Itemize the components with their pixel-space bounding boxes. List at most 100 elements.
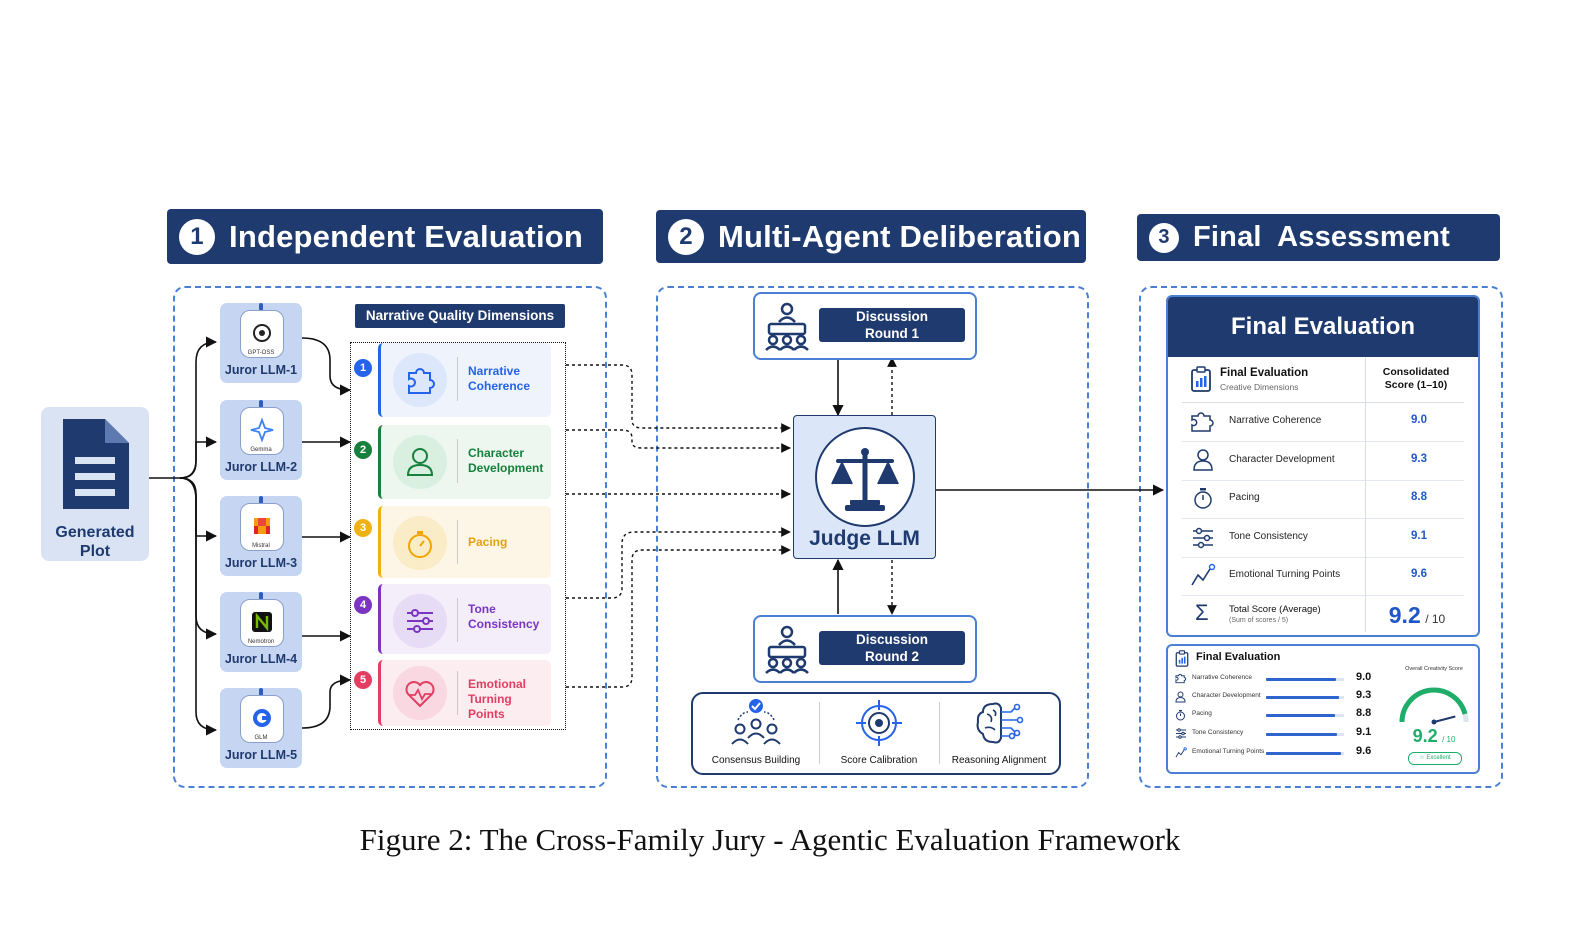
juror-name: Juror LLM-5	[224, 748, 298, 762]
robot-face-icon	[240, 310, 284, 358]
mini-bar-fill	[1266, 696, 1339, 699]
step-number: 3	[1149, 222, 1179, 253]
deliberation-features: Consensus Building Score Calibration Rea…	[691, 692, 1061, 775]
clipboard-chart-icon	[1175, 650, 1189, 667]
brain-circuit-icon	[976, 702, 1024, 744]
mini-row-score: 9.6	[1356, 745, 1372, 757]
mini-row-score: 9.1	[1356, 726, 1372, 738]
gauge-hub	[1431, 719, 1437, 725]
generated-plot-label: Generated Plot	[55, 524, 135, 560]
section-title: Final Assessment	[1193, 221, 1450, 253]
antenna	[259, 496, 263, 504]
puzzle-icon	[393, 353, 447, 407]
table-row: Emotional Turning Points 9.6	[1182, 557, 1464, 596]
gauge-title: Overall Creativity Score	[1405, 666, 1463, 672]
total-row: Σ Total Score (Average) (Sum of scores /…	[1182, 596, 1464, 632]
dimensions-container	[350, 342, 566, 730]
juror-family: GPT-OSS	[247, 350, 275, 356]
juror-llm-5: GLM Juror LLM-5	[220, 688, 302, 768]
total-label: Total Score (Average)	[1229, 604, 1321, 615]
row-label: Character Development	[1229, 454, 1335, 465]
juror-family: Gemma	[250, 447, 272, 453]
row-score: 9.3	[1411, 453, 1427, 465]
feature-label: Reasoning Alignment	[951, 755, 1047, 766]
mini-row-score: 9.3	[1356, 689, 1372, 701]
section-header-final-assessment: 3 Final Assessment	[1137, 214, 1500, 261]
dimension-label: Character Development	[468, 446, 544, 475]
mini-row-label: Character Development	[1192, 692, 1261, 699]
sliders-icon	[393, 594, 447, 648]
table-title: Final Evaluation	[1220, 367, 1309, 379]
dimension-badge: 5	[354, 671, 372, 689]
robot-face-icon	[240, 503, 284, 551]
feature-divider	[939, 702, 940, 764]
sliders-icon	[1176, 728, 1186, 739]
dimension-card-character-development: Character Development	[378, 425, 551, 499]
score-column-divider	[1365, 480, 1366, 518]
trend-icon	[1175, 747, 1187, 758]
gauge-fill	[1399, 687, 1468, 723]
antenna	[259, 688, 263, 696]
gauge-track	[1399, 687, 1469, 723]
mini-row-label: Tone Consistency	[1192, 729, 1244, 736]
row-label: Emotional Turning Points	[1229, 569, 1341, 580]
juror-family: Mistral	[252, 543, 270, 549]
step-number: 2	[668, 218, 704, 255]
juror-llm-1: GPT-OSS Juror LLM-1	[220, 303, 302, 383]
robot-face-icon	[240, 695, 284, 743]
sliders-icon	[1193, 527, 1213, 549]
mini-row: Tone Consistency 9.1	[1172, 726, 1390, 744]
person-icon	[393, 435, 447, 489]
heart-pulse-icon	[393, 666, 447, 720]
feature-label: Score Calibration	[840, 755, 918, 766]
feature-consensus-building: Consensus Building	[693, 694, 819, 773]
juror-name: Juror LLM-1	[224, 363, 298, 377]
excellent-badge: ☆ Excellent	[1408, 752, 1462, 765]
mini-row: Narrative Coherence 9.0	[1172, 671, 1390, 689]
feature-score-calibration: Score Calibration	[819, 694, 939, 773]
panel-multi-agent-deliberation	[656, 286, 1089, 788]
feature-divider	[819, 702, 820, 764]
divider	[457, 520, 458, 564]
trend-icon	[1191, 563, 1216, 586]
gauge-chart	[1399, 687, 1469, 725]
table-row: Character Development 9.3	[1182, 442, 1464, 481]
dimension-card-tone-consistency: Tone Consistency	[378, 584, 551, 654]
score-column-divider	[1365, 358, 1366, 402]
clipboard-chart-icon	[1191, 366, 1211, 392]
mini-bar-fill	[1266, 752, 1341, 755]
score-column-divider	[1365, 557, 1366, 595]
antenna	[259, 400, 263, 408]
gauge-den: / 10	[1442, 735, 1456, 744]
discussion-round-1: Discussion Round 1	[753, 292, 977, 360]
score-column-divider	[1365, 403, 1366, 441]
mini-bar-fill	[1266, 714, 1335, 717]
total-score-value: 9.2	[1388, 602, 1421, 628]
row-label: Narrative Coherence	[1229, 415, 1322, 426]
juror-name: Juror LLM-3	[224, 556, 298, 570]
table-row: Narrative Coherence 9.0	[1182, 403, 1464, 442]
mini-row-label: Narrative Coherence	[1192, 674, 1252, 681]
total-score: 9.2 / 10	[1372, 602, 1462, 629]
score-column-divider	[1365, 519, 1366, 557]
panel-final-assessment	[1139, 286, 1503, 788]
total-score-den: / 10	[1425, 612, 1446, 626]
gauge-value: 9.2 / 10	[1396, 726, 1472, 747]
juror-llm-3: Mistral Juror LLM-3	[220, 496, 302, 576]
row-score: 9.1	[1411, 530, 1427, 542]
gauge-needle	[1433, 715, 1456, 723]
table-row: Tone Consistency 9.1	[1182, 519, 1464, 558]
juror-family: GLM	[254, 735, 268, 741]
robot-face-icon	[240, 407, 284, 455]
judge-llm-label: Judge LLM	[809, 527, 920, 550]
mini-bar-fill	[1266, 733, 1337, 736]
table-row: Pacing 8.8	[1182, 480, 1464, 519]
dimension-card-narrative-coherence: Narrative Coherence	[378, 343, 551, 417]
meeting-icon	[765, 302, 809, 351]
mini-bar-fill	[1266, 678, 1337, 681]
divider	[457, 439, 458, 483]
row-score: 9.6	[1411, 568, 1427, 580]
discussion-round-label: Discussion Round 1	[819, 308, 965, 342]
section-title: Independent Evaluation	[229, 218, 584, 254]
